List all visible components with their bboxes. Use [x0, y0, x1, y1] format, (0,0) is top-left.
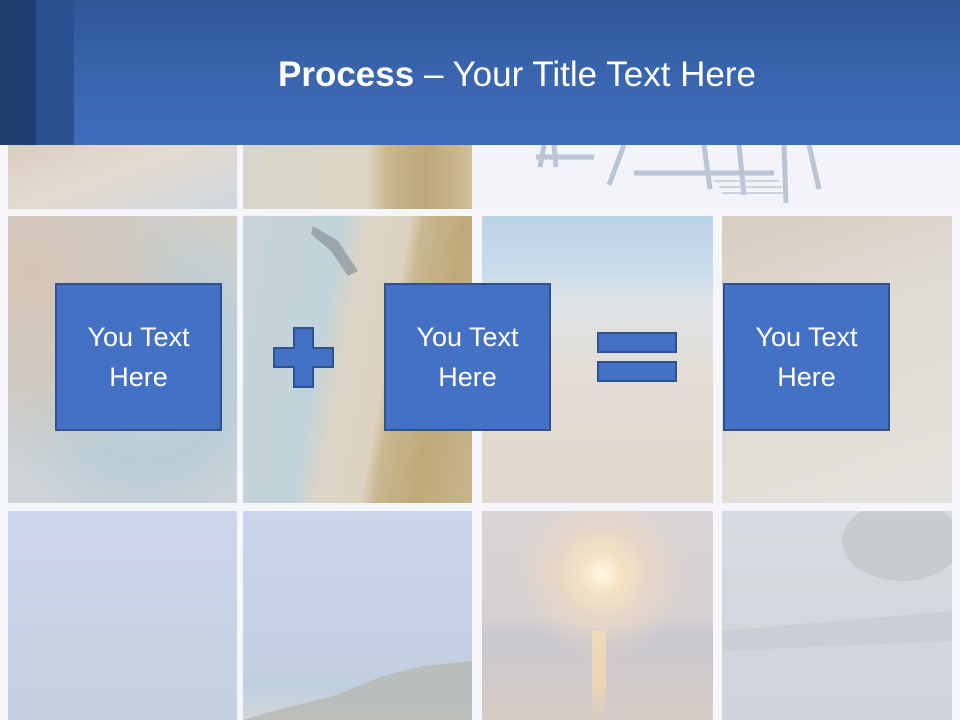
process-box-line: Here: [109, 362, 168, 392]
slide-title[interactable]: Process – Your Title Text Here: [74, 52, 960, 98]
beach-chairs-image: [474, 145, 960, 209]
photo-tile-beach-chairs: [474, 145, 960, 209]
process-box-3[interactable]: You Text Here: [723, 283, 890, 431]
photo-tile: [8, 145, 237, 209]
title-text: – Your Title Text Here: [414, 55, 756, 94]
photo-tile: [243, 145, 472, 209]
plus-icon: [273, 327, 334, 388]
process-box-text: You Text Here: [87, 317, 189, 397]
header-accent-stripe: [36, 0, 74, 145]
process-box-line: Here: [438, 362, 497, 392]
header-accent-stripe: [0, 0, 36, 145]
sun-reflection: [592, 631, 606, 720]
photo-tile-sea: [8, 511, 237, 720]
title-bold: Process: [278, 55, 415, 94]
photo-tile-tree: [722, 511, 952, 720]
process-box-text: You Text Here: [416, 317, 518, 397]
process-box-2[interactable]: You Text Here: [384, 283, 551, 431]
process-box-line: Here: [777, 362, 836, 392]
tree-image: [722, 511, 952, 651]
coastline-image: [243, 661, 472, 720]
shipwreck-image: [311, 226, 358, 276]
process-box-line: You Text: [416, 322, 519, 352]
photo-tile-sunset: [482, 511, 713, 720]
process-box-line: You Text: [755, 322, 858, 352]
process-box-text: You Text Here: [755, 317, 857, 397]
process-box-line: You Text: [87, 322, 190, 352]
process-box-1[interactable]: You Text Here: [55, 283, 222, 431]
photo-tile-coast: [243, 511, 472, 720]
title-bar: Process – Your Title Text Here: [0, 0, 960, 145]
equals-icon: [597, 332, 677, 382]
